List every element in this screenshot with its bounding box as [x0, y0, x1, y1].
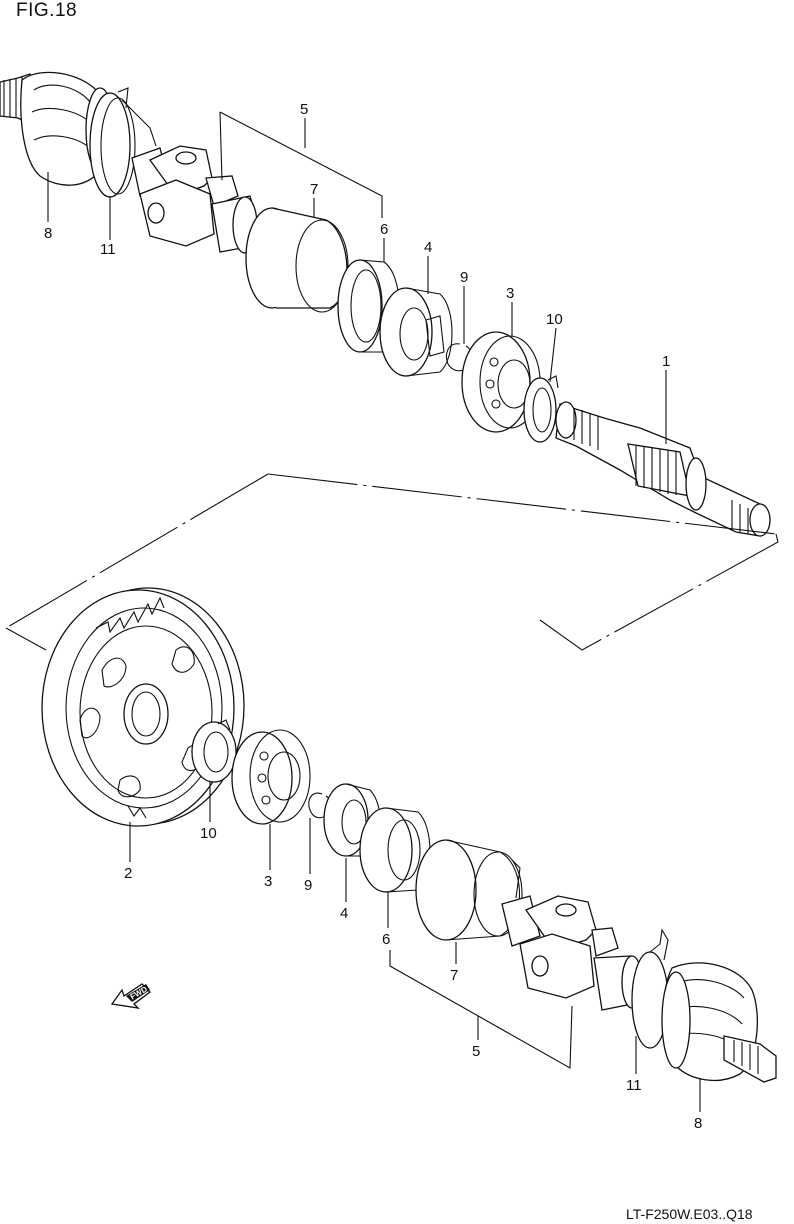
- callout-9-top: 9: [460, 269, 468, 286]
- callout-11-bottom: 11: [626, 1077, 642, 1094]
- callout-11-top: 11: [100, 241, 116, 258]
- callout-labels: 5 7 6 4 9 3 10 1 8 11 2 10 3 9 4 6 7 5 1…: [44, 101, 702, 1132]
- callout-3-bottom: 3: [264, 873, 272, 890]
- washer-10-bottom: [191, 719, 237, 783]
- leader-10-top: [549, 327, 557, 383]
- shaft-1: [555, 401, 771, 537]
- callout-1-top: 1: [662, 353, 670, 370]
- gear-2: [41, 587, 245, 827]
- bracket-5-top: [219, 111, 383, 218]
- callout-7-top: 7: [310, 181, 318, 198]
- callout-5-top: 5: [300, 101, 308, 118]
- ring-7-top: [245, 207, 349, 313]
- callout-8-bottom: 8: [694, 1115, 702, 1132]
- seal-6-top: [337, 259, 400, 353]
- bottom-assembly: FWD: [41, 587, 777, 1112]
- callout-4-top: 4: [424, 239, 432, 256]
- universal-joint-bottom: [501, 895, 643, 1011]
- fwd-arrow-icon: FWD: [110, 983, 151, 1009]
- callout-9-bottom: 9: [304, 877, 312, 894]
- retainer-4-top: [379, 287, 453, 377]
- callout-4-bottom: 4: [340, 905, 348, 922]
- callout-6-bottom: 6: [382, 931, 390, 948]
- reference-outline: [5, 473, 779, 651]
- top-assembly: [0, 71, 771, 537]
- boot-bottom: [661, 962, 777, 1083]
- callout-8-top: 8: [44, 225, 52, 242]
- washer-10-top: [523, 375, 559, 443]
- universal-joint-top: [131, 145, 265, 254]
- callout-5-bottom: 5: [472, 1043, 480, 1060]
- callout-10-top: 10: [546, 311, 563, 328]
- callout-7-bottom: 7: [450, 967, 458, 984]
- bearing-3-bottom: [231, 729, 311, 825]
- callout-6-top: 6: [380, 221, 388, 238]
- clamp-top: [89, 87, 157, 198]
- bracket-5-bottom: [389, 950, 573, 1069]
- figure-title: FIG.18: [16, 0, 78, 21]
- callout-2-bottom: 2: [124, 865, 132, 882]
- footer-code: LT-F250W.E03..Q18: [626, 1206, 753, 1222]
- callout-3-top: 3: [506, 285, 514, 302]
- ring-7-bottom: [415, 839, 523, 941]
- callout-10-bottom: 10: [200, 825, 217, 842]
